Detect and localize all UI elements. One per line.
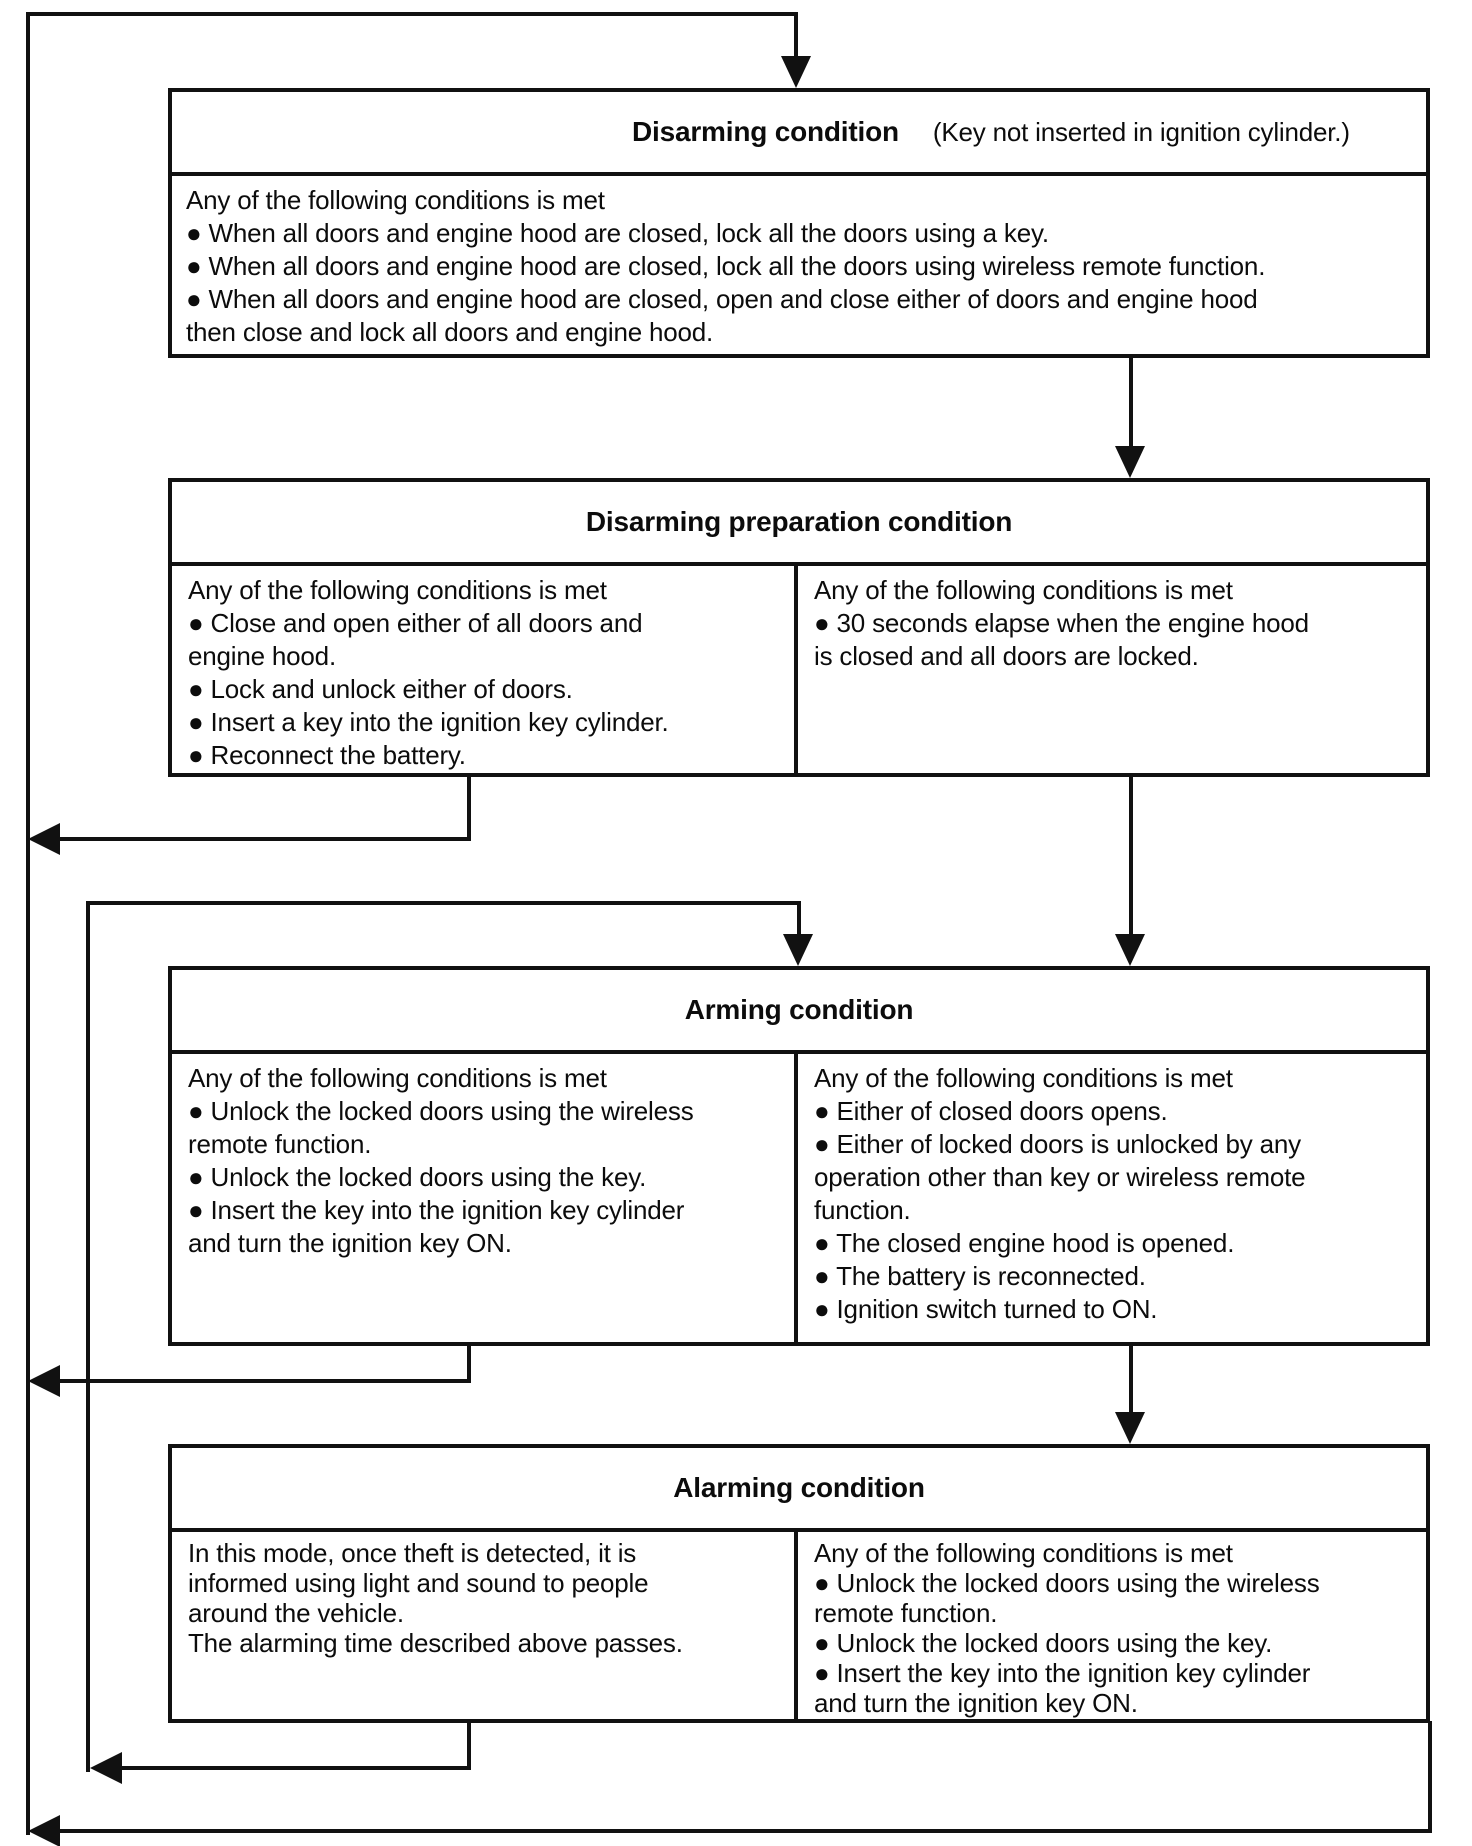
disarming-title-note: (Key not inserted in ignition cylinder.) [932,116,1350,147]
arrowhead-into-arming-left [783,934,813,966]
preparation-return-horizontal [56,837,471,841]
preparation-conditions-list-right: Any of the following conditions is met● … [798,566,1426,777]
bullet-icon: ● [814,608,837,638]
condition-item: In this mode, once theft is detected, it… [188,1538,649,1628]
alarm-return-entry-vertical [797,901,801,936]
disarming-header: Disarming condition (Key not inserted in… [172,92,1426,176]
condition-item: The alarming time described above passes… [188,1628,683,1658]
alarming-description-list: In this mode, once theft is detected, it… [172,1532,798,1723]
bullet-icon: ● [188,674,211,704]
alarming-timeout-vertical [467,1721,471,1770]
bullet-icon: ● [188,707,211,737]
connector-disarming-to-preparation [1129,356,1133,448]
state-box-alarming: Alarming condition In this mode, once th… [168,1444,1430,1723]
disarming-title: Disarming condition [632,116,899,147]
state-box-disarming-preparation: Disarming preparation condition Any of t… [168,478,1430,777]
bullet-icon: ● [814,1294,837,1324]
arrowhead-into-disarming [781,56,811,88]
condition-item: Any of the following conditions is met [188,575,607,605]
condition-item: ● The closed engine hood is opened. [814,1228,1235,1258]
condition-item: ● Insert the key into the ignition key c… [188,1195,685,1258]
bullet-icon: ● [814,1568,837,1598]
condition-item: ● When all doors and engine hood are clo… [186,251,1266,281]
connector-preparation-to-arming [1129,775,1133,936]
arming-header: Arming condition [172,970,1426,1054]
return-rail-outer-top-horizontal [26,12,798,16]
alarming-body: In this mode, once theft is detected, it… [172,1532,1426,1723]
arming-return-vertical [467,1342,471,1383]
preparation-return-vertical [467,775,471,839]
condition-item: ● Either of locked doors is unlocked by … [814,1129,1306,1225]
arming-conditions-list-right: Any of the following conditions is met● … [798,1054,1426,1346]
disarming-conditions-list: Any of the following conditions is met● … [172,176,1426,358]
condition-item: ● Close and open either of all doors and… [188,608,643,671]
bullet-icon: ● [188,1195,211,1225]
return-rail-outer-vertical [26,12,30,1835]
alarming-title: Alarming condition [673,1472,925,1503]
condition-item: Any of the following conditions is met [814,1063,1233,1093]
condition-item: ● Unlock the locked doors using the wire… [814,1568,1320,1628]
state-box-disarming: Disarming condition (Key not inserted in… [168,88,1430,358]
condition-item: ● Either of closed doors opens. [814,1096,1168,1126]
bullet-icon: ● [814,1228,837,1258]
arming-body: Any of the following conditions is met● … [172,1054,1426,1346]
alarm-return-rail-top-horizontal [86,901,801,905]
arming-return-horizontal [56,1379,471,1383]
preparation-conditions-list-left: Any of the following conditions is met● … [172,566,798,777]
arrowhead-into-alarming [1115,1412,1145,1444]
bullet-icon: ● [186,218,209,248]
condition-item: ● Unlock the locked doors using the wire… [188,1096,694,1159]
entry-line-into-disarming [794,12,798,60]
connector-arming-to-alarming [1129,1342,1133,1414]
condition-item: ● 30 seconds elapse when the engine hood… [814,608,1309,671]
arrowhead-preparation-to-rail [28,823,60,855]
arrowhead-alarming-to-alarm-rail [90,1752,122,1784]
arrowhead-alarming-to-rail [28,1815,60,1846]
condition-item: Any of the following conditions is met [188,1063,607,1093]
arrowhead-arming-to-rail [28,1365,60,1397]
disarming-body: Any of the following conditions is met● … [172,176,1426,358]
alarming-timeout-horizontal [118,1766,471,1770]
alarming-header: Alarming condition [172,1448,1426,1532]
bullet-icon: ● [186,284,209,314]
alarming-disarm-vertical [1428,1721,1432,1833]
condition-item: ● Ignition switch turned to ON. [814,1294,1158,1324]
bullet-icon: ● [814,1658,837,1688]
condition-item: ● Insert the key into the ignition key c… [814,1658,1311,1718]
arrowhead-into-preparation [1115,446,1145,478]
preparation-body: Any of the following conditions is met● … [172,566,1426,777]
bullet-icon: ● [188,740,211,770]
bullet-icon: ● [814,1628,837,1658]
condition-item: Any of the following conditions is met [814,575,1233,605]
preparation-header: Disarming preparation condition [172,482,1426,566]
arming-conditions-list-left: Any of the following conditions is met● … [172,1054,798,1346]
condition-item: ● Insert a key into the ignition key cyl… [188,707,669,737]
bullet-icon: ● [814,1096,837,1126]
condition-item: ● Reconnect the battery. [188,740,466,770]
bullet-icon: ● [188,608,211,638]
condition-item: Any of the following conditions is met [814,1538,1233,1568]
arming-title: Arming condition [684,994,914,1025]
condition-item: ● Unlock the locked doors using the key. [188,1162,647,1192]
alarm-return-rail-vertical [86,901,90,1772]
condition-item: ● Unlock the locked doors using the key. [814,1628,1273,1658]
condition-item: ● When all doors and engine hood are clo… [186,218,1049,248]
alarming-disarm-bottom-horizontal [56,1829,1432,1833]
bullet-icon: ● [188,1162,211,1192]
bullet-icon: ● [186,251,209,281]
condition-item: ● When all doors and engine hood are clo… [186,284,1258,347]
bullet-icon: ● [814,1129,837,1159]
condition-item: Any of the following conditions is met [186,185,605,215]
bullet-icon: ● [814,1261,837,1291]
arrowhead-into-arming-right [1115,934,1145,966]
condition-item: ● The battery is reconnected. [814,1261,1146,1291]
alarming-conditions-list-right: Any of the following conditions is met● … [798,1532,1426,1723]
condition-item: ● Lock and unlock either of doors. [188,674,573,704]
bullet-icon: ● [188,1096,211,1126]
preparation-title: Disarming preparation condition [585,506,1013,537]
state-box-arming: Arming condition Any of the following co… [168,966,1430,1346]
